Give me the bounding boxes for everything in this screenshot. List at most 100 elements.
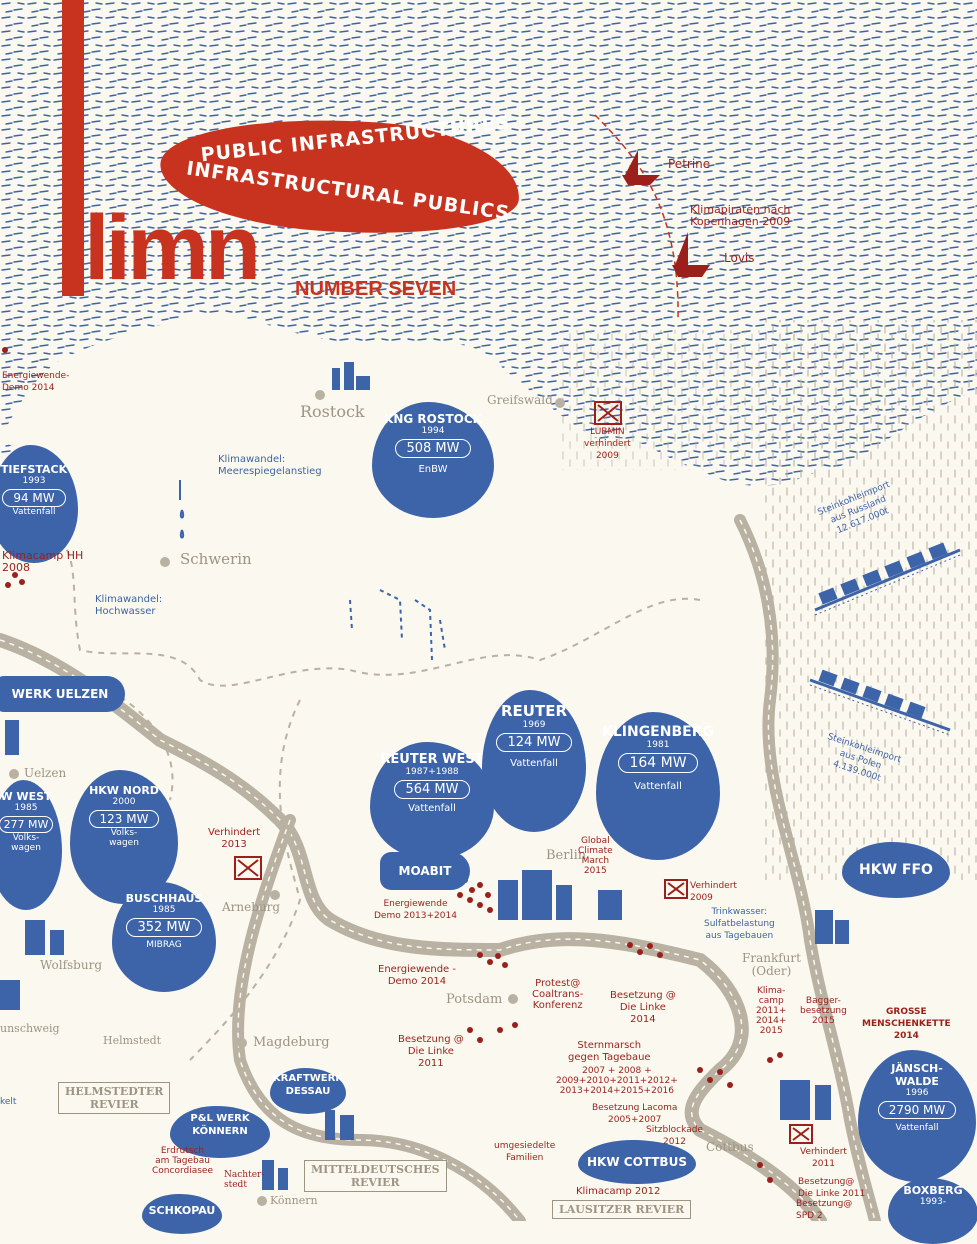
plant-pl-werk-konnern[interactable]: P&L WERK KÖNNERN xyxy=(170,1106,270,1158)
plant-mw: 124 MW xyxy=(496,733,572,752)
plant-janschwalde[interactable]: JÄNSCH- WALDE 1996 2790 MW Vattenfall xyxy=(858,1050,976,1182)
plant-owner: EnBW xyxy=(418,464,448,475)
note-sternmarsch: Sternmarsch gegen Tagebaue xyxy=(568,1040,651,1063)
note-klimacamp-lausitz: Klima- camp 2011+ 2014+ 2015 xyxy=(756,986,787,1036)
city-berlin: Berlin xyxy=(546,848,587,863)
plant-owner: Volks- wagen xyxy=(109,828,139,848)
region-helmstedter: HELMSTEDTER REVIER xyxy=(58,1082,171,1114)
note-meeresspiegel: Klimawandel: Meerespiegelanstieg xyxy=(218,454,322,477)
plant-year: 1993 xyxy=(22,476,46,486)
plant-kraftwerk-dessau[interactable]: KRAFTWERK DESSAU xyxy=(270,1068,346,1114)
note-energiewende-2013: Energiewende Demo 2013+2014 xyxy=(374,899,457,921)
ship-petrine xyxy=(622,150,660,185)
plant-mw: 508 MW xyxy=(395,439,471,458)
city-greifswald: Greifswald xyxy=(487,393,553,407)
plant-hkw-nord[interactable]: HKW NORD 2000 123 MW Volks- wagen xyxy=(70,770,178,904)
note-hochwasser: Klimawandel: Hochwasser xyxy=(95,594,163,617)
note-erdrutsch: Erdrutsch am Tagebau Concordiasee xyxy=(152,1146,213,1176)
lake-dashes xyxy=(349,589,446,661)
prevented-x-boxes xyxy=(234,401,813,1144)
plant-year: 1981 xyxy=(646,740,670,750)
note-sternmarsch-years: 2007 + 2008 + 2009+2010+2011+2012+ 2013+… xyxy=(556,1066,678,1096)
plant-kng-rostock[interactable]: KNG ROSTOCK 1994 508 MW EnBW xyxy=(372,402,494,518)
note-energiewende-nord: Energiewende- Demo 2014 xyxy=(2,371,70,393)
plant-name: TIEFSTACK xyxy=(0,463,68,476)
plant-year: 1985 xyxy=(152,905,176,915)
state-border-1 xyxy=(59,539,701,687)
note-baggerbesetzung: Bagger- besetzung 2015 xyxy=(800,996,847,1026)
plant-name: W WEST xyxy=(0,790,52,803)
plant-mw: 277 MW xyxy=(0,816,54,833)
plant-name: BOXBERG xyxy=(903,1184,963,1197)
plant-year: 1969 xyxy=(522,720,546,730)
river-elbe-dash xyxy=(0,639,821,1221)
city-wolfsburg: Wolfsburg xyxy=(40,958,103,972)
note-protest-coal: Protest@ Coaltrans- Konferenz xyxy=(532,978,584,1011)
city-cottbus: Cottbus xyxy=(706,1140,754,1154)
note-besetzung-2011: Besetzung @ Die Linke 2011 xyxy=(398,1034,464,1069)
plant-mw: 564 MW xyxy=(394,780,470,799)
plant-boxberg[interactable]: BOXBERG 1993- xyxy=(888,1178,977,1244)
plant-schkopau[interactable]: SCHKOPAU xyxy=(142,1194,222,1234)
plant-year: 2000 xyxy=(112,797,136,807)
plant-tiefstack[interactable]: TIEFSTACK 1993 94 MW Vattenfall xyxy=(0,445,78,563)
plant-name: KRAFTWERK DESSAU xyxy=(272,1073,344,1097)
plant-klingenberg[interactable]: KLINGENBERG 1981 164 MW Vattenfall xyxy=(596,712,720,860)
plant-buschhaus[interactable]: BUSCHHAUS 1985 352 MW MIBRAG xyxy=(112,882,216,992)
land-texture-north xyxy=(560,330,760,470)
note-besetzung-2011b: Besetzung@ Die Linke 2011 xyxy=(798,1177,866,1199)
plant-owner: MIBRAG xyxy=(146,940,182,950)
limn-logo-bar xyxy=(62,0,84,296)
city-rostock: Rostock xyxy=(300,402,365,421)
note-besetzung-2014: Besetzung @ Die Linke 2014 xyxy=(610,990,676,1025)
ship-lovis xyxy=(672,232,710,277)
note-besetzung-lacoma: Besetzung Lacoma 2005+2007 xyxy=(592,1103,678,1125)
protest-crowds xyxy=(2,347,783,1183)
plant-owner: Vattenfall xyxy=(895,1123,939,1133)
klimapiraten-route xyxy=(594,114,679,321)
plant-year: 1996 xyxy=(905,1088,929,1098)
plant-name: BUSCHHAUS xyxy=(125,892,203,905)
plant-name: REUTER WEST xyxy=(380,752,484,767)
label-klimapiraten: Klimapiraten nach Kopenhagen 2009 xyxy=(690,203,791,228)
plant-year: 1993- xyxy=(919,1197,947,1207)
city-konnern: Könnern xyxy=(270,1194,318,1207)
label-lovis: Lovis xyxy=(724,251,755,265)
plant-hkw-ffo[interactable]: HKW FFO xyxy=(842,842,950,898)
plant-mw: 123 MW xyxy=(88,810,160,828)
city-frankfurt: Frankfurt (Oder) xyxy=(742,951,801,978)
city-magdeburg: Magdeburg xyxy=(253,1035,330,1050)
river-oder-dash xyxy=(739,519,876,1221)
plant-hkw-west[interactable]: W WEST 1985 277 MW Volks- wagen xyxy=(0,780,62,910)
plant-reuter[interactable]: REUTER 1969 124 MW Vattenfall xyxy=(482,690,586,832)
plant-name: HKW NORD xyxy=(89,784,159,797)
sea-level-drops xyxy=(179,480,185,539)
city-schwerin: Schwerin xyxy=(180,550,252,568)
label-petrine: Petrine xyxy=(668,157,711,171)
plant-year: 1987+1988 xyxy=(405,767,459,777)
region-mitteldeutsches: MITTELDEUTSCHES REVIER xyxy=(304,1160,447,1192)
note-trinkwasser: Trinkwasser: Sulfatbelastung aus Tagebau… xyxy=(704,907,775,941)
plant-werk-uelzen[interactable]: WERK UELZEN xyxy=(0,676,125,712)
plant-mw: 352 MW xyxy=(126,918,202,937)
city-braunschweig: unschweig xyxy=(0,1022,60,1035)
plant-year: 1994 xyxy=(421,426,445,436)
plant-name: KNG ROSTOCK xyxy=(384,412,482,426)
note-global-climate: Global Climate March 2015 xyxy=(578,836,613,876)
note-verhindert-2009: Verhindert 2009 xyxy=(690,881,737,903)
plant-hkw-cottbus[interactable]: HKW COTTBUS xyxy=(578,1140,696,1184)
plant-moabit[interactable]: MOABIT xyxy=(380,852,470,890)
note-lubmin: LUBMIN verhindert 2009 xyxy=(584,427,631,461)
plant-name: P&L WERK KÖNNERN xyxy=(190,1113,250,1137)
note-menschenkette: GROSSE MENSCHENKETTE 2014 xyxy=(862,1007,951,1041)
note-kelt: kelt xyxy=(0,1097,17,1107)
plant-name: WERK UELZEN xyxy=(11,687,109,701)
plant-year: 1985 xyxy=(14,803,38,813)
note-klimacamp-2012: Klimacamp 2012 xyxy=(576,1186,661,1197)
plant-reuter-west[interactable]: REUTER WEST 1987+1988 564 MW Vattenfall xyxy=(370,742,494,860)
city-dots xyxy=(9,390,565,1206)
factory-icons xyxy=(0,362,849,1190)
plant-owner: Vattenfall xyxy=(12,507,56,517)
plant-mw: 164 MW xyxy=(618,753,698,773)
note-umgesiedelte: umgesiedelte Familien xyxy=(494,1141,556,1163)
